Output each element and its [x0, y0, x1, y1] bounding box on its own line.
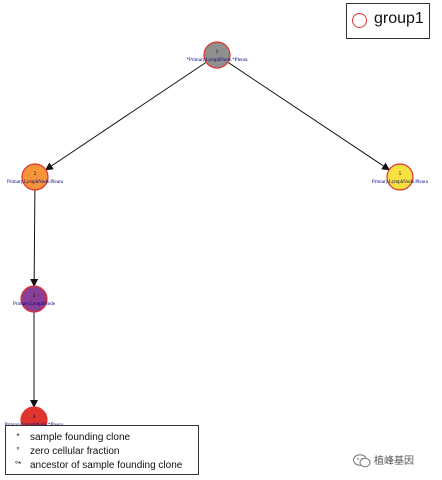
- node-sample-label: Primary.LymphNode: [13, 302, 56, 307]
- node-sample-label: *Primary.LymphNode.*Pleura: [186, 58, 248, 63]
- node-1: 1 *Primary.LymphNode.*Pleura: [186, 41, 248, 69]
- node-circle: [203, 41, 231, 69]
- node-id-label: 4: [33, 415, 36, 420]
- note-row-ancestor: °* ancestor of sample founding clone: [6, 460, 182, 471]
- note-symbol: *: [16, 432, 20, 441]
- note-text: ancestor of sample founding clone: [30, 460, 183, 471]
- legend-circle-icon: [352, 13, 367, 28]
- node-id-label: 5: [399, 172, 402, 177]
- note-row-zero-fraction: ° zero cellular fraction: [6, 446, 119, 457]
- note-row-founding: * sample founding clone: [6, 432, 130, 443]
- wechat-logo-icon: [353, 454, 371, 468]
- annotation-legend: * sample founding clone ° zero cellular fr…: [5, 425, 199, 475]
- edge-1-2: [44, 61, 207, 171]
- node-id-label: 1: [216, 50, 219, 55]
- note-symbol: °*: [14, 460, 22, 469]
- node-sample-label: Primary.LymphNode.Pleura: [7, 180, 64, 185]
- note-symbol: °: [16, 446, 20, 455]
- watermark: 植峰基因: [353, 452, 414, 468]
- node-circle: [21, 163, 49, 191]
- watermark-text: 植峰基因: [374, 456, 414, 467]
- edge-2-3: [30, 189, 39, 288]
- legend: group1: [346, 3, 430, 39]
- node-id-label: 2: [34, 172, 37, 177]
- node-circle: [20, 285, 48, 313]
- node-circle: [386, 163, 414, 191]
- note-text: zero cellular fraction: [30, 446, 120, 457]
- note-text: sample founding clone: [30, 432, 131, 443]
- node-id-label: 3: [33, 294, 36, 299]
- node-sample-label: Primary.LymphNode.Pleura: [372, 180, 429, 185]
- legend-label: group1: [374, 10, 424, 27]
- edge-1-5: [227, 61, 391, 171]
